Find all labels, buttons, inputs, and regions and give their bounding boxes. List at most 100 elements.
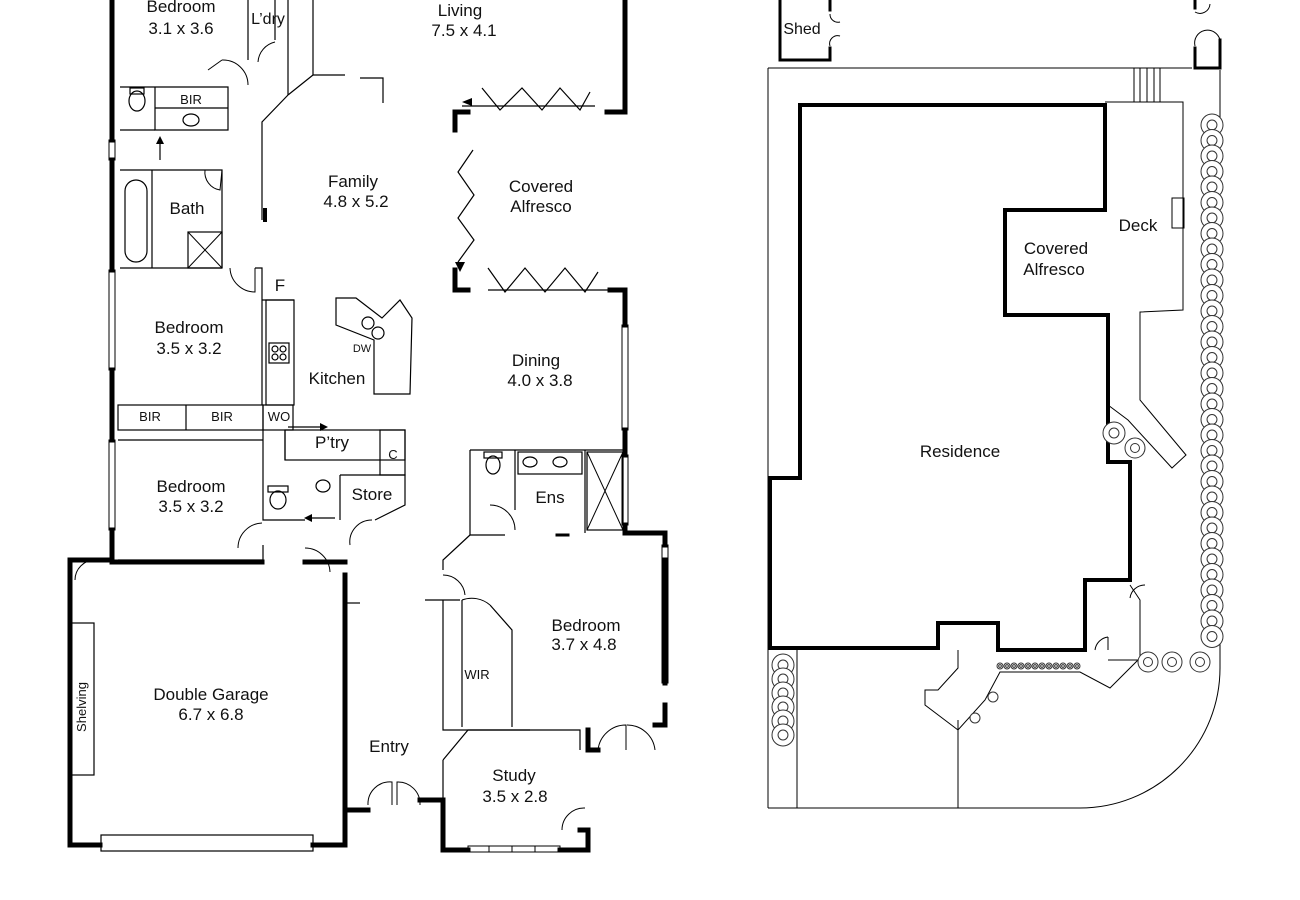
shrub-center-icon <box>1019 664 1023 668</box>
shrub-center-icon <box>1047 664 1051 668</box>
shrub-center-icon <box>1206 352 1218 363</box>
shrub-center-icon <box>1206 383 1218 394</box>
label-covered-alfresco-1: Covered <box>509 177 573 196</box>
shrub-center-icon <box>1143 657 1153 667</box>
shrub-center-icon <box>1195 657 1205 667</box>
shrub-center-icon <box>1026 664 1030 668</box>
exterior-walls <box>67 0 668 853</box>
label-study-size: 3.5 x 2.8 <box>482 787 547 806</box>
shrub-center-icon <box>1206 522 1218 534</box>
label-wo: WO <box>268 409 290 424</box>
interior-walls <box>70 0 625 852</box>
label-deck: Deck <box>1119 216 1158 235</box>
shrub-center-icon <box>1206 135 1218 146</box>
label-ensuite: Ens <box>535 488 564 507</box>
shrub-center-icon <box>1206 166 1218 177</box>
label-study: Study <box>492 766 536 785</box>
shrub-center-icon <box>777 729 789 741</box>
shrub-center-icon <box>1206 615 1218 627</box>
shrub-center-icon <box>1206 119 1218 131</box>
shrub-center-icon <box>1040 664 1044 668</box>
label-cupboard: C <box>388 447 397 462</box>
shrub-center-icon <box>1206 584 1218 596</box>
shrub-center-icon <box>1130 443 1140 453</box>
shrub-center-icon <box>1054 664 1058 668</box>
label-double-garage: Double Garage <box>153 685 268 704</box>
bifold-doors <box>455 87 620 294</box>
shrub-center-icon <box>1068 664 1072 668</box>
shrub-center-icon <box>1206 367 1218 379</box>
label-bedroom-top-size: 3.1 x 3.6 <box>148 19 213 38</box>
shrub-center-icon <box>1206 507 1218 518</box>
shrub-center-icon <box>1206 290 1218 301</box>
label-bedroom-top: Bedroom <box>147 0 216 16</box>
label-bedroom-low-size: 3.5 x 3.2 <box>158 497 223 516</box>
windows <box>108 139 669 853</box>
shrub-center-icon <box>1206 336 1218 348</box>
label-covered-alfresco-2: Alfresco <box>510 197 571 216</box>
shrub-center-icon <box>1206 569 1218 580</box>
label-laundry: L’dry <box>251 11 285 28</box>
shrub-center-icon <box>1206 476 1218 487</box>
label-bedroom-low: Bedroom <box>157 477 226 496</box>
shrub-center-icon <box>1206 228 1218 239</box>
shrub-center-icon <box>1033 664 1037 668</box>
label-living-size: 7.5 x 4.1 <box>431 21 496 40</box>
label-dishwasher: DW <box>353 343 372 355</box>
shrub-center-icon <box>1206 197 1218 208</box>
label-bir-top: BIR <box>180 92 202 107</box>
shrub-center-icon <box>1206 460 1218 472</box>
label-master-bedroom-size: 3.7 x 4.8 <box>551 635 616 654</box>
shrub-center-icon <box>1206 274 1218 286</box>
label-kitchen: Kitchen <box>309 369 366 388</box>
label-bir-left: BIR <box>139 409 161 424</box>
label-pantry: P’try <box>315 433 350 452</box>
label-family-size: 4.8 x 5.2 <box>323 192 388 211</box>
doors <box>74 41 656 831</box>
label-family: Family <box>328 172 379 191</box>
label-shelving: Shelving <box>74 682 89 732</box>
shrub-center-icon <box>1206 631 1218 642</box>
label-bir-right: BIR <box>211 409 233 424</box>
label-bath: Bath <box>170 199 205 218</box>
direction-arrows <box>156 136 335 522</box>
shrub-center-icon <box>1012 664 1016 668</box>
label-shed: Shed <box>783 21 820 38</box>
fixtures <box>124 87 583 510</box>
shed: Shed <box>778 0 841 62</box>
label-dining: Dining <box>512 351 560 370</box>
shrub-center-icon <box>1206 429 1218 441</box>
shrub-center-icon <box>1206 445 1218 456</box>
shrub-center-icon <box>1206 398 1218 410</box>
label-bedroom-mid: Bedroom <box>155 318 224 337</box>
label-double-garage-size: 6.7 x 6.8 <box>178 705 243 724</box>
label-residence: Residence <box>920 442 1000 461</box>
label-wir: WIR <box>464 667 489 682</box>
shrub-center-icon <box>1206 150 1218 162</box>
shrub-center-icon <box>1206 259 1218 270</box>
shrub-center-icon <box>1206 305 1218 317</box>
label-store: Store <box>352 485 393 504</box>
shrub-center-icon <box>1005 664 1009 668</box>
shrub-center-icon <box>1167 657 1177 667</box>
hedge-plantings <box>771 113 1224 747</box>
label-dining-size: 4.0 x 3.8 <box>507 371 572 390</box>
floor-plan: Bedroom 3.1 x 3.6 L’dry Living 7.5 x 4.1… <box>67 0 669 853</box>
label-bedroom-mid-size: 3.5 x 3.2 <box>156 339 221 358</box>
label-entry: Entry <box>369 737 409 756</box>
shrub-center-icon <box>1206 212 1218 224</box>
shrub-center-icon <box>1075 664 1079 668</box>
shrub-center-icon <box>1061 664 1065 668</box>
label-site-alfresco-1: Covered <box>1024 239 1088 258</box>
shrub-center-icon <box>1206 414 1218 425</box>
shrub-center-icon <box>1108 427 1120 439</box>
shrub-center-icon <box>998 664 1002 668</box>
shrub-center-icon <box>1206 600 1218 611</box>
label-living: Living <box>438 1 482 20</box>
shrub-center-icon <box>1206 321 1218 332</box>
label-fridge: F <box>275 276 285 295</box>
label-master-bedroom: Bedroom <box>552 616 621 635</box>
shrub-center-icon <box>1206 243 1218 255</box>
shrub-center-icon <box>1206 538 1218 549</box>
